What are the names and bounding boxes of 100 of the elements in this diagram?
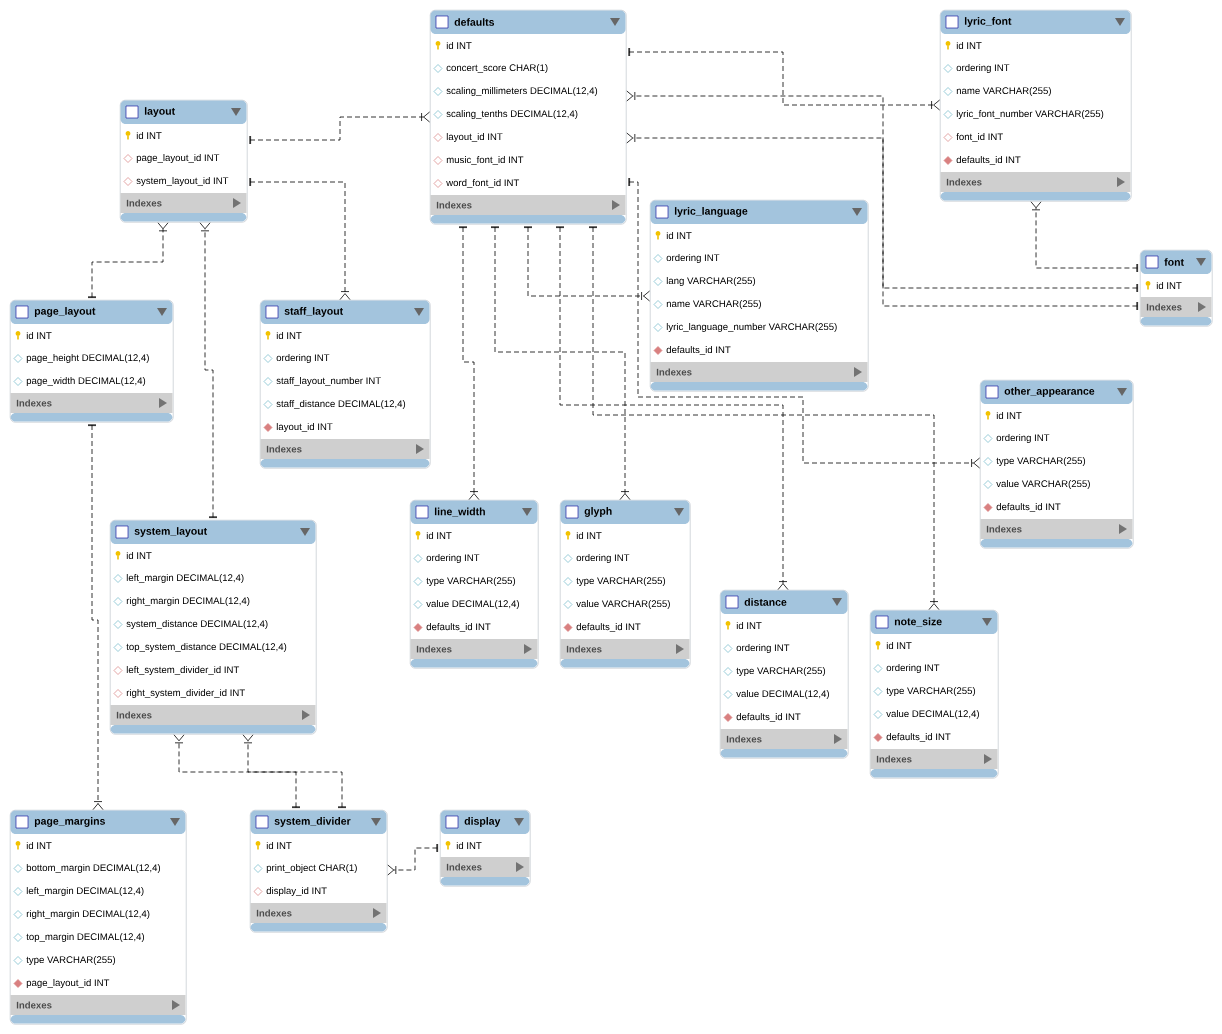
column-label: page_width DECIMAL(12,4)	[26, 377, 146, 386]
table-card	[440, 810, 531, 887]
column-label: id INT	[1156, 282, 1182, 290]
indexes-label: Indexes	[946, 178, 982, 186]
column-label: type VARCHAR(255)	[996, 457, 1086, 466]
column-label: value VARCHAR(255)	[576, 600, 670, 609]
table-card	[560, 500, 691, 669]
table-card	[720, 590, 849, 759]
column-label: staff_layout_number INT	[276, 377, 381, 386]
table-title: page_layout	[34, 307, 96, 317]
table-card	[410, 500, 539, 669]
relationship-line	[523, 226, 650, 302]
relationship-line	[387, 843, 438, 876]
relationship-line	[173, 734, 301, 808]
column-label: right_margin DECIMAL(12,4)	[126, 597, 250, 606]
column-label: system_layout_id INT	[136, 177, 229, 186]
table-card	[10, 300, 174, 423]
column-label: layout_id INT	[446, 133, 503, 142]
table-title: note_size	[894, 617, 942, 627]
column-label: staff_distance DECIMAL(12,4)	[276, 400, 406, 409]
indexes-label: Indexes	[126, 199, 162, 207]
relationship-line	[242, 734, 347, 808]
indexes-label: Indexes	[16, 1001, 52, 1009]
column-label: type VARCHAR(255)	[576, 577, 666, 586]
table-card	[250, 810, 388, 933]
column-label: defaults_id INT	[956, 156, 1021, 165]
column-label: id INT	[886, 642, 912, 650]
column-label: left_margin DECIMAL(12,4)	[126, 574, 244, 583]
relationship-line	[628, 177, 980, 469]
column-label: id INT	[736, 622, 762, 630]
column-label: defaults_id INT	[886, 733, 951, 742]
column-label: ordering INT	[956, 64, 1010, 73]
column-label: lang VARCHAR(255)	[666, 277, 756, 286]
table-card	[980, 380, 1134, 549]
relationship-line	[87, 424, 104, 810]
column-label: id INT	[26, 332, 52, 340]
column-label: ordering INT	[576, 554, 630, 563]
column-label: word_font_id INT	[446, 179, 520, 188]
column-label: page_layout_id INT	[26, 979, 110, 988]
table-title: staff_layout	[284, 307, 343, 317]
column-label: top_margin DECIMAL(12,4)	[26, 933, 145, 942]
relationship-line	[1030, 201, 1138, 273]
column-label: left_margin DECIMAL(12,4)	[26, 887, 144, 896]
column-label: music_font_id INT	[446, 156, 524, 165]
relationship-line	[626, 132, 1138, 311]
column-label: ordering INT	[996, 434, 1050, 443]
table-title: page_margins	[34, 817, 105, 827]
column-label: bottom_margin DECIMAL(12,4)	[26, 864, 161, 873]
column-label: type VARCHAR(255)	[886, 687, 976, 696]
column-label: id INT	[956, 42, 982, 50]
table-title: glyph	[584, 507, 612, 517]
column-label: id INT	[266, 842, 292, 850]
relationship-line	[628, 47, 940, 111]
table-title: other_appearance	[1004, 387, 1095, 397]
column-label: top_system_distance DECIMAL(12,4)	[126, 643, 287, 652]
relationship-line	[249, 177, 351, 300]
column-label: id INT	[576, 532, 602, 540]
indexes-label: Indexes	[116, 711, 152, 719]
relationship-line	[555, 226, 789, 590]
column-label: id INT	[136, 132, 162, 140]
relationship-line	[626, 90, 1138, 293]
column-label: ordering INT	[666, 254, 720, 263]
relationship-line	[199, 222, 218, 518]
table-title: defaults	[454, 18, 495, 26]
indexes-label: Indexes	[436, 201, 472, 209]
table-title: font	[1164, 258, 1184, 266]
column-label: ordering INT	[886, 664, 940, 673]
column-label: defaults_id INT	[996, 503, 1061, 512]
table-title: lyric_language	[674, 207, 748, 217]
column-label: system_distance DECIMAL(12,4)	[126, 620, 268, 629]
indexes-label: Indexes	[1146, 303, 1182, 311]
column-label: right_system_divider_id INT	[126, 689, 245, 698]
table-card	[870, 610, 999, 779]
relationship-line	[490, 226, 631, 500]
indexes-label: Indexes	[726, 735, 762, 743]
indexes-label: Indexes	[416, 645, 452, 653]
column-label: id INT	[426, 532, 452, 540]
table-card	[260, 300, 431, 469]
column-label: page_height DECIMAL(12,4)	[26, 354, 149, 363]
column-label: name VARCHAR(255)	[666, 300, 761, 309]
relationship-line	[249, 111, 430, 145]
column-label: id INT	[26, 842, 52, 850]
column-label: ordering INT	[426, 554, 480, 563]
indexes-label: Indexes	[876, 755, 912, 763]
column-label: lyric_language_number VARCHAR(255)	[666, 323, 837, 332]
table-card	[940, 10, 1132, 202]
indexes-label: Indexes	[656, 368, 692, 376]
column-label: value DECIMAL(12,4)	[736, 690, 829, 699]
column-label: id INT	[446, 42, 472, 50]
table-card	[10, 810, 187, 1025]
table-title: distance	[744, 598, 787, 606]
column-label: type VARCHAR(255)	[736, 667, 826, 676]
column-label: name VARCHAR(255)	[956, 87, 1051, 96]
column-label: id INT	[276, 332, 302, 340]
column-label: value VARCHAR(255)	[996, 480, 1090, 489]
column-label: defaults_id INT	[576, 623, 641, 632]
column-label: ordering INT	[736, 644, 790, 653]
table-card	[110, 520, 317, 735]
column-label: type VARCHAR(255)	[426, 577, 516, 586]
column-label: concert_score CHAR(1)	[446, 64, 548, 73]
